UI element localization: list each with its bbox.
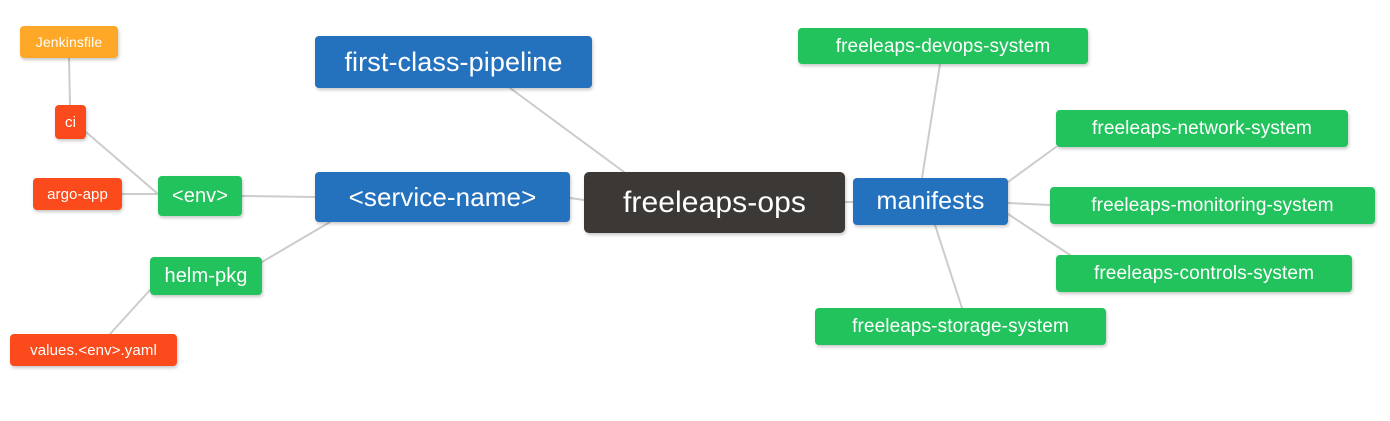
- edge-helm-pkg-to-values-yaml: [109, 289, 151, 335]
- node-label: freeleaps-controls-system: [1093, 263, 1315, 284]
- node-freeleaps-ops[interactable]: freeleaps-ops: [584, 172, 845, 233]
- node-label: <service-name>: [348, 182, 537, 212]
- node-storage-system[interactable]: freeleaps-storage-system: [815, 308, 1106, 345]
- node-network-system[interactable]: freeleaps-network-system: [1056, 110, 1348, 147]
- node-values-yaml[interactable]: values.<env>.yaml: [10, 334, 177, 366]
- node-label: argo-app: [47, 185, 108, 203]
- node-devops-system[interactable]: freeleaps-devops-system: [798, 28, 1088, 64]
- node-controls-system[interactable]: freeleaps-controls-system: [1056, 255, 1352, 292]
- node-first-class[interactable]: first-class-pipeline: [315, 36, 592, 88]
- node-label: freeleaps-storage-system: [852, 316, 1069, 337]
- edge-manifests-to-network-system: [1007, 146, 1057, 183]
- node-label: ci: [64, 113, 77, 131]
- edge-jenkinsfile-to-ci: [68, 57, 71, 106]
- node-label: manifests: [876, 187, 985, 215]
- node-label: <env>: [171, 185, 229, 207]
- edge-service-name-to-freeleaps-ops: [569, 197, 585, 201]
- node-argo-app[interactable]: argo-app: [33, 178, 122, 210]
- edge-service-name-to-helm-pkg: [261, 221, 331, 263]
- node-label: freeleaps-ops: [622, 185, 807, 219]
- node-manifests[interactable]: manifests: [853, 178, 1008, 225]
- edge-manifests-to-monitoring-system: [1007, 202, 1051, 206]
- node-jenkinsfile[interactable]: Jenkinsfile: [20, 26, 118, 58]
- node-env[interactable]: <env>: [158, 176, 242, 216]
- node-label: freeleaps-network-system: [1092, 118, 1312, 139]
- edge-env-to-service-name: [241, 195, 316, 198]
- edge-first-class-to-freeleaps-ops: [509, 87, 625, 173]
- node-service-name[interactable]: <service-name>: [315, 172, 570, 222]
- node-helm-pkg[interactable]: helm-pkg: [150, 257, 262, 295]
- node-label: values.<env>.yaml: [30, 341, 157, 359]
- node-label: freeleaps-monitoring-system: [1091, 195, 1334, 216]
- node-label: Jenkinsfile: [35, 34, 103, 50]
- node-monitoring-system[interactable]: freeleaps-monitoring-system: [1050, 187, 1375, 224]
- edge-manifests-to-storage-system: [934, 224, 963, 309]
- edge-manifests-to-devops-system: [921, 63, 941, 179]
- node-label: first-class-pipeline: [344, 46, 563, 77]
- node-ci[interactable]: ci: [55, 105, 86, 139]
- node-label: helm-pkg: [164, 265, 248, 287]
- node-label: freeleaps-devops-system: [835, 35, 1051, 57]
